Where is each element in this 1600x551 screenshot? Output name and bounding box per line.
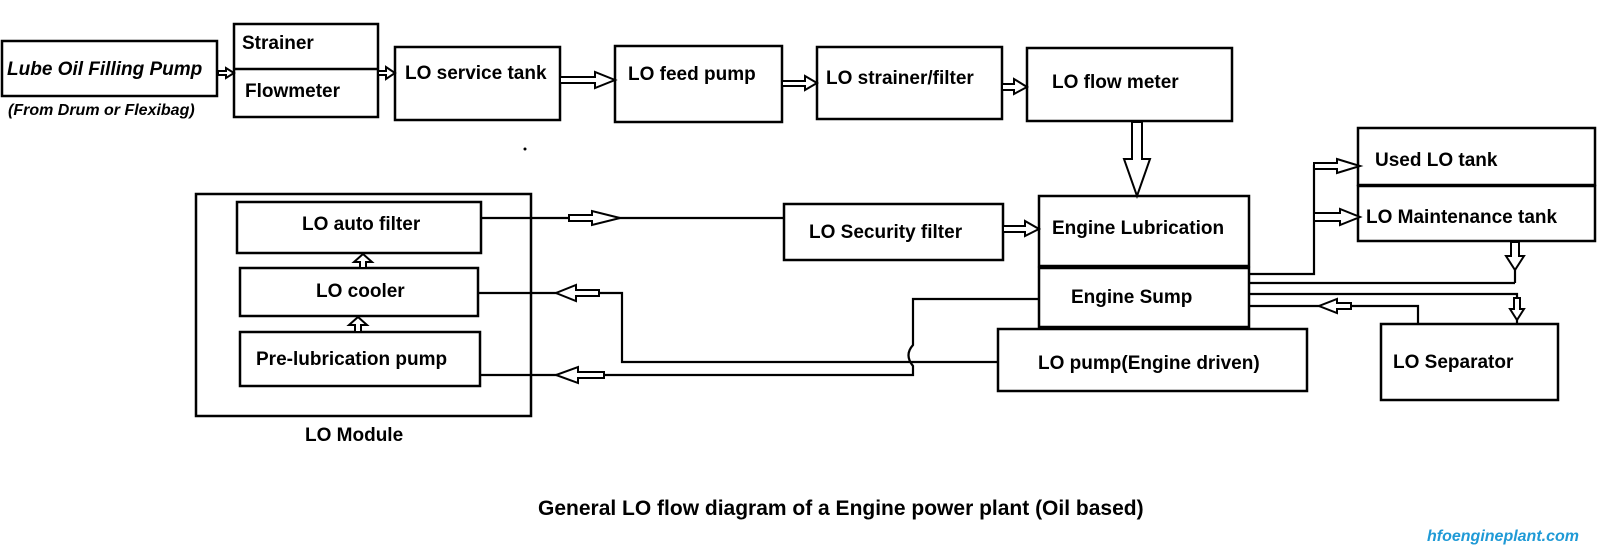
strainer-label: Strainer [242, 33, 314, 54]
node-lo-strainer-filter: LO strainer/filter [815, 45, 1004, 121]
arrow-security-filter-to-engine-lubrication [1002, 219, 1042, 238]
node-strainer-flowmeter: Strainer Flowmeter [232, 22, 380, 119]
lo-feed-pump-label: LO feed pump [628, 64, 756, 85]
lo-auto-filter-label: LO auto filter [302, 214, 421, 235]
line-lo-pump-to-cooler [478, 291, 998, 364]
node-lo-auto-filter: LO auto filter [235, 200, 483, 255]
line-sump-to-prelube-pump [480, 297, 1039, 377]
lo-strainer-filter-label: LO strainer/filter [826, 68, 974, 89]
arrow-to-lo-cooler [553, 283, 600, 303]
lo-maintenance-tank-label: LO Maintenance tank [1366, 207, 1558, 228]
used-lo-tank-label: Used LO tank [1375, 150, 1498, 171]
line-separator-to-sump [1249, 304, 1420, 324]
line-sump-to-used-lo-tank [1249, 164, 1320, 276]
flowmeter-label: Flowmeter [245, 81, 341, 102]
node-lo-maintenance-tank: LO Maintenance tank [1356, 184, 1597, 243]
arrow-strainer-to-service-tank [377, 65, 397, 81]
arrow-filling-pump-to-strainer [217, 66, 236, 80]
engine-lubrication-label: Engine Lubrication [1052, 218, 1224, 239]
arrow-flow-meter-to-engine-lubrication [1122, 121, 1152, 200]
node-pre-lubrication-pump: Pre-lubrication pump [238, 330, 482, 388]
node-lo-pump-engine-driven: LO pump(Engine driven) [996, 327, 1309, 393]
arrow-to-pre-lubrication-pump [553, 365, 605, 385]
arrow-maintenance-tank-down [1504, 241, 1526, 272]
lube-oil-filling-pump-label: Lube Oil Filling Pump [7, 59, 202, 80]
arrow-prelube-to-cooler [346, 315, 370, 333]
stray-dot [523, 147, 527, 151]
diagram-title: General LO flow diagram of a Engine powe… [538, 497, 1144, 520]
arrow-strainer-filter-to-flow-meter [1001, 77, 1030, 96]
node-used-lo-tank: Used LO tank [1356, 126, 1597, 187]
arrow-to-maintenance-tank [1313, 207, 1363, 227]
arrow-service-tank-to-feed-pump [559, 70, 618, 90]
arrow-separator-to-sump [1316, 297, 1352, 315]
lo-security-filter-label: LO Security filter [809, 222, 963, 243]
node-lo-flow-meter: LO flow meter [1025, 46, 1234, 123]
arrow-to-security-filter [568, 209, 621, 227]
node-lo-separator: LO Separator [1379, 322, 1560, 402]
node-lo-security-filter: LO Security filter [782, 202, 1005, 262]
lo-module-label: LO Module [305, 425, 403, 446]
node-lo-feed-pump: LO feed pump [613, 44, 784, 124]
lo-flow-meter-label: LO flow meter [1052, 72, 1179, 93]
lo-service-tank-label: LO service tank [405, 63, 547, 84]
lo-pump-engine-driven-label: LO pump(Engine driven) [1038, 353, 1260, 374]
pre-lubrication-pump-label: Pre-lubrication pump [256, 349, 447, 370]
flow-arrows [217, 65, 1526, 385]
arrow-cooler-to-auto-filter [351, 252, 375, 269]
node-engine-lubrication: Engine Lubrication [1037, 194, 1251, 268]
line-sump-to-separator [1249, 292, 1519, 303]
node-engine-sump: Engine Sump [1037, 266, 1251, 329]
arrow-to-used-lo-tank [1313, 157, 1364, 175]
credit-link[interactable]: hfoengineplant.com [1427, 528, 1579, 545]
lo-separator-label: LO Separator [1393, 352, 1514, 373]
node-lo-cooler: LO cooler [238, 266, 480, 318]
node-lube-oil-filling-pump: Lube Oil Filling Pump [0, 39, 219, 98]
filling-pump-note: (From Drum or Flexibag) [8, 102, 195, 119]
lo-cooler-label: LO cooler [316, 281, 405, 302]
arrow-feed-pump-to-strainer-filter [781, 74, 819, 92]
arrow-down-to-separator [1508, 297, 1526, 322]
engine-sump-label: Engine Sump [1071, 287, 1192, 308]
node-lo-service-tank: LO service tank [393, 45, 562, 122]
